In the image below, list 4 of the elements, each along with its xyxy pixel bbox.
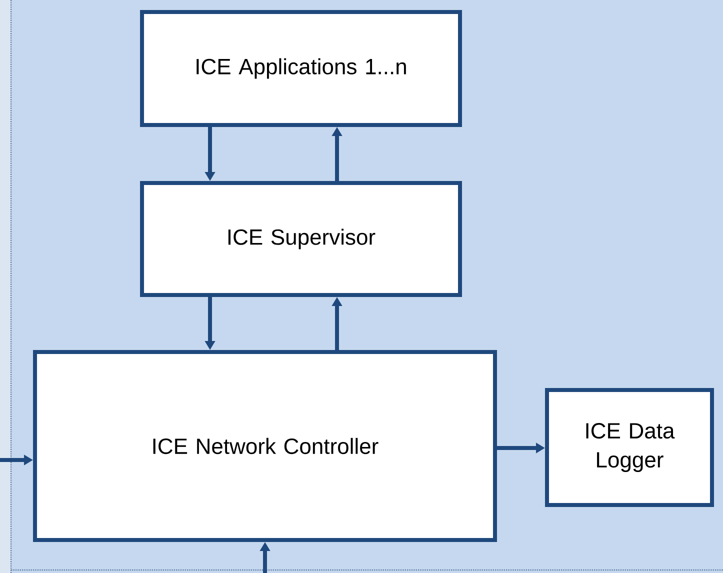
process-box: ICE Supervisor: [140, 181, 462, 297]
process-box: ICE Network Controller: [33, 350, 497, 542]
process-box: ICE Applications 1...n: [140, 10, 462, 127]
process-box: ICE Data Logger: [545, 388, 714, 507]
